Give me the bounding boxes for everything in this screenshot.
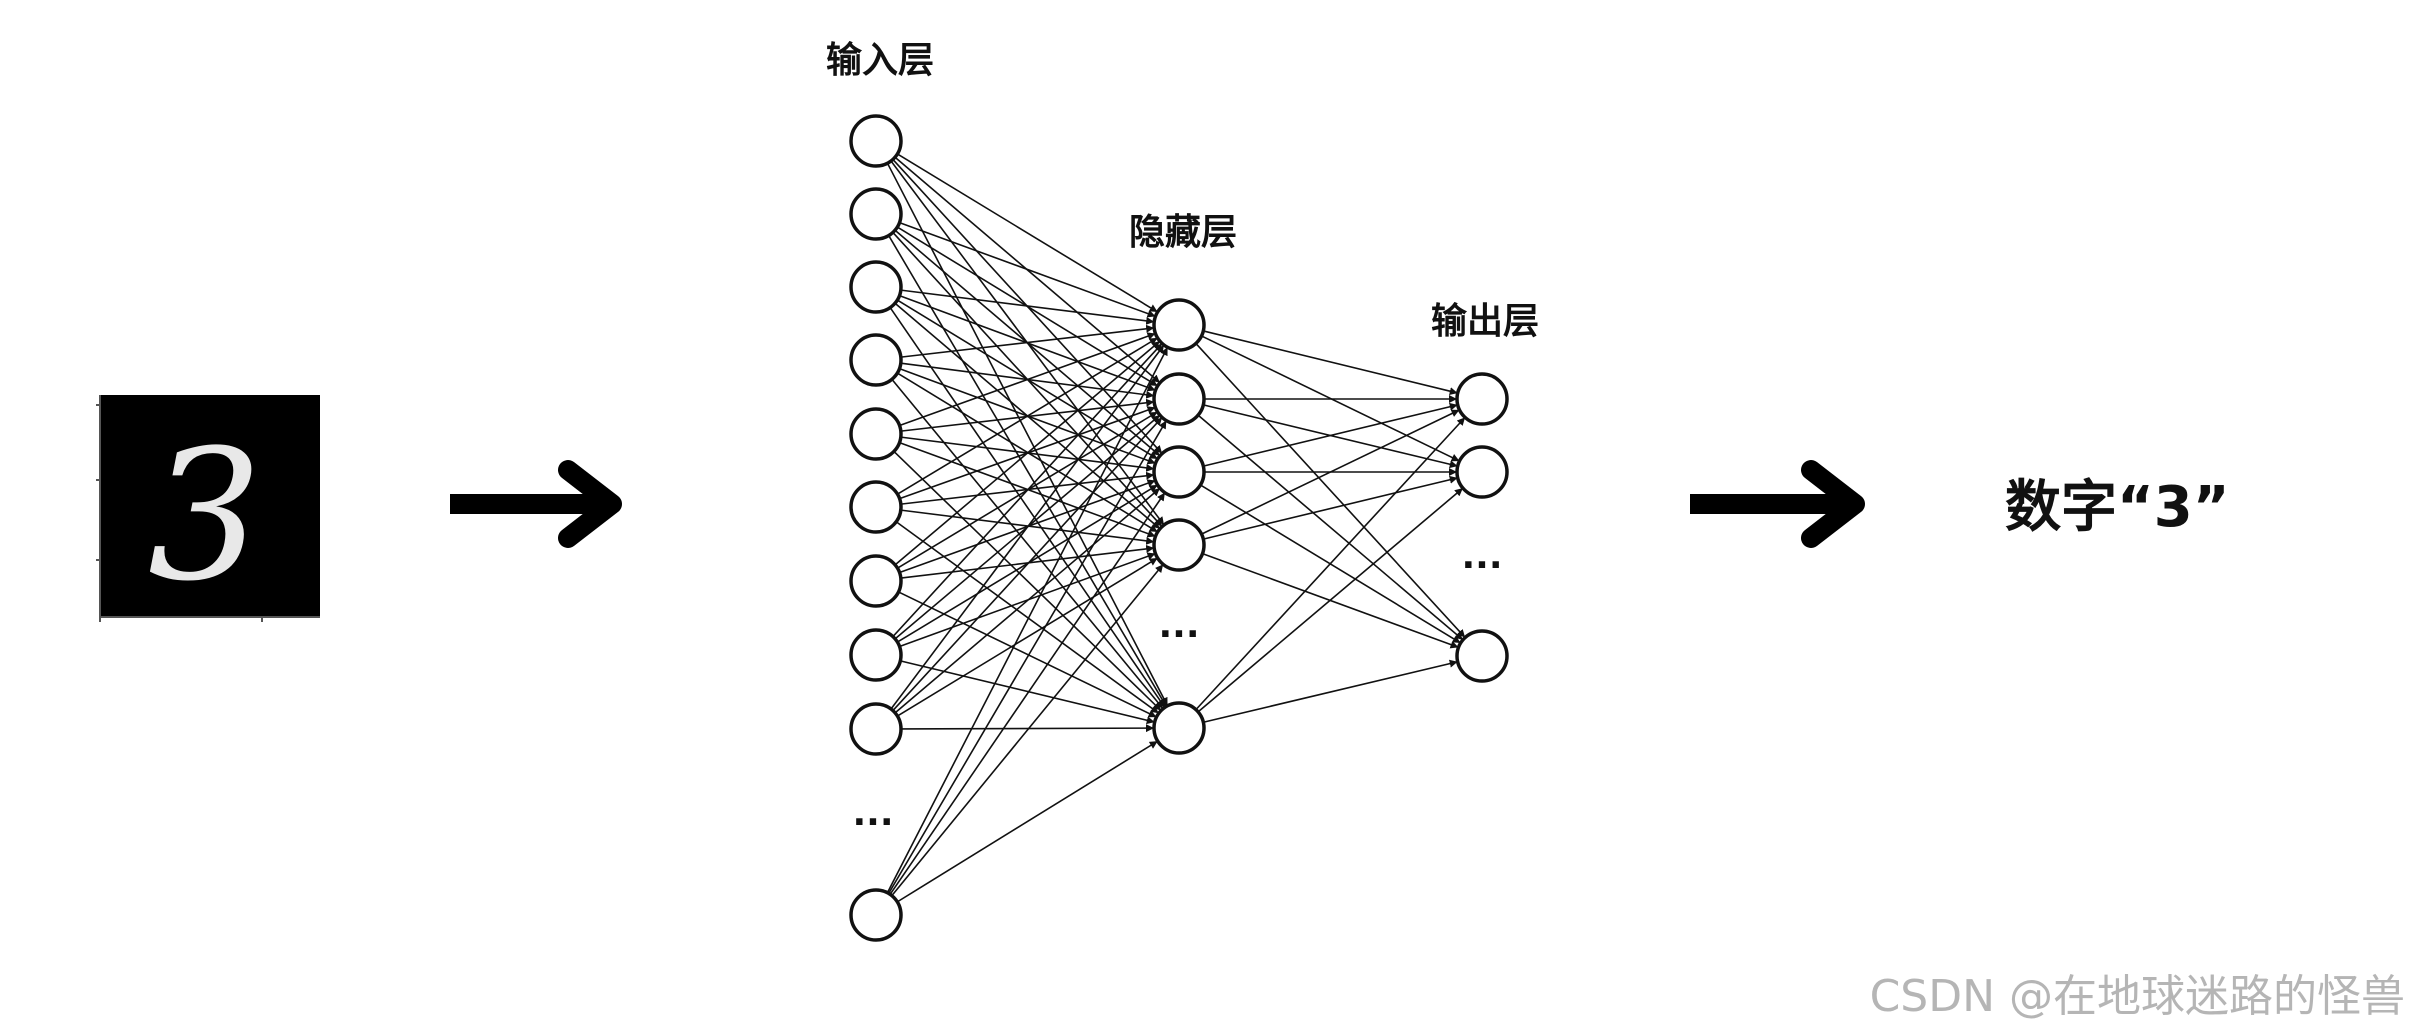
- hidden-output-edge: [1203, 330, 1458, 396]
- input-hidden-edge: [886, 346, 1169, 894]
- result-text: 数字“3”: [2005, 475, 2230, 540]
- hidden-output-edge: [1201, 409, 1460, 535]
- hidden-output-edge: [1203, 659, 1458, 723]
- input-hidden-edge: [895, 521, 1160, 714]
- input-digit-image: 3: [96, 395, 320, 622]
- hidden-output-edge: [1203, 402, 1458, 467]
- input-hidden-edge: [894, 340, 1161, 566]
- input-hidden-edge: [893, 450, 1162, 712]
- input-hidden-edge: [896, 557, 1159, 717]
- hidden-output-edge: [1195, 416, 1466, 711]
- input-node: [849, 628, 903, 682]
- hidden-node: [1152, 298, 1206, 352]
- hidden-output-edge: [1197, 414, 1464, 641]
- watermark-text: CSDN @在地球迷路的怪兽: [1870, 971, 2405, 1022]
- hidden-node: [1152, 372, 1206, 426]
- input-hidden-edge: [892, 416, 1163, 712]
- input-hidden-edge: [886, 162, 1169, 707]
- hidden-layer-ellipsis: ...: [1158, 605, 1199, 646]
- input-digit: 3: [148, 412, 263, 621]
- input-node: [849, 702, 903, 756]
- input-hidden-edge: [899, 221, 1156, 318]
- input-hidden-edge: [891, 378, 1164, 710]
- input-layer-label: 输入层: [826, 40, 934, 81]
- arrow-to-network: [450, 460, 622, 548]
- input-hidden-edge: [900, 324, 1155, 358]
- hidden-layer-label: 隐藏层: [1129, 212, 1237, 253]
- input-hidden-edge: [900, 660, 1155, 725]
- hidden-output-edge: [1197, 487, 1464, 713]
- input-hidden-edge: [889, 307, 1166, 708]
- input-hidden-edge: [890, 344, 1165, 710]
- hidden-node: [1152, 701, 1206, 755]
- input-hidden-edge: [897, 337, 1158, 495]
- hidden-output-edge: [1195, 342, 1466, 639]
- input-hidden-edge: [892, 342, 1163, 638]
- output-layer-ellipsis: ...: [1461, 536, 1502, 577]
- output-layer-label: 输出层: [1431, 301, 1539, 342]
- output-node: [1455, 372, 1509, 426]
- input-hidden-edge: [891, 563, 1164, 897]
- hidden-node: [1152, 445, 1206, 499]
- input-node: [849, 480, 903, 534]
- input-hidden-edge: [896, 153, 1159, 313]
- input-hidden-edge: [900, 289, 1155, 325]
- input-hidden-edge: [898, 591, 1157, 718]
- input-hidden-edge: [899, 332, 1156, 427]
- input-node: [849, 407, 903, 461]
- input-hidden-edge: [900, 724, 1155, 733]
- input-hidden-edge: [896, 740, 1159, 903]
- network-connections: [886, 153, 1466, 903]
- input-hidden-edge: [888, 235, 1167, 707]
- input-hidden-edge: [894, 487, 1161, 714]
- hidden-output-edge: [1203, 475, 1458, 540]
- input-node: [849, 888, 903, 942]
- input-node: [849, 187, 903, 241]
- input-layer-ellipsis: ...: [852, 793, 893, 834]
- arrow-to-result: [1690, 460, 1865, 548]
- input-node: [849, 260, 903, 314]
- input-hidden-edge: [887, 420, 1168, 894]
- input-node: [849, 333, 903, 387]
- hidden-node: [1152, 518, 1206, 572]
- network-nodes: [849, 114, 1509, 942]
- input-hidden-edge: [889, 492, 1166, 895]
- output-node: [1455, 445, 1509, 499]
- output-node: [1455, 629, 1509, 683]
- input-node: [849, 554, 903, 608]
- input-node: [849, 114, 903, 168]
